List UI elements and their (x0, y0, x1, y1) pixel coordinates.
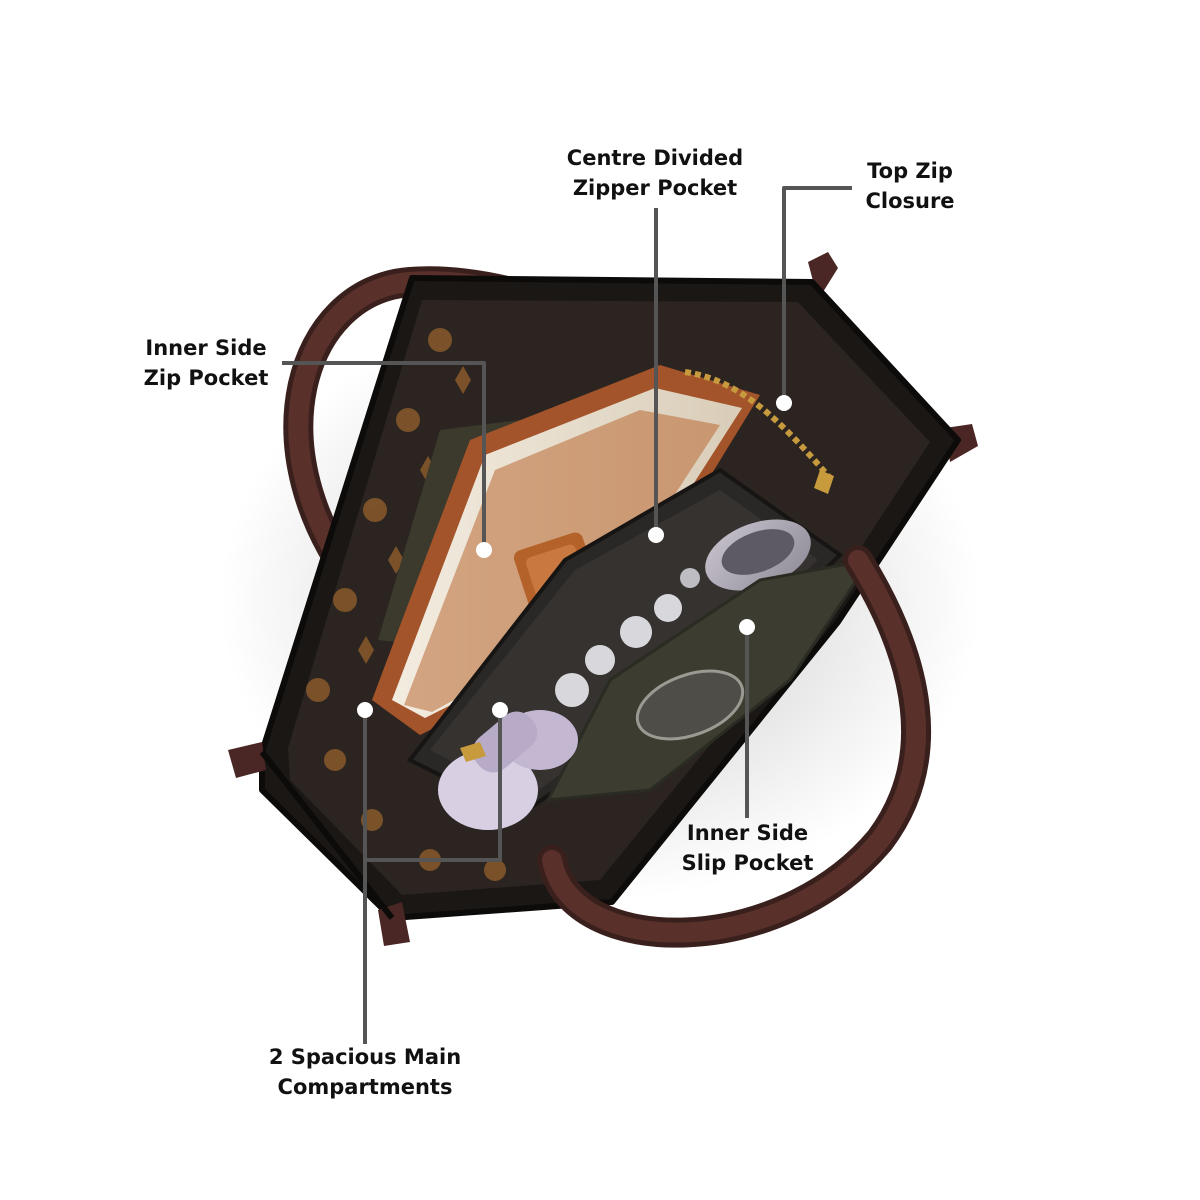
leader-lines (282, 186, 852, 1044)
zip-pull-top (814, 470, 834, 494)
label-main-compartments-line2: Compartments (277, 1075, 453, 1099)
leader-inner-zip (282, 361, 486, 550)
label-inner-zip-line2: Zip Pocket (143, 366, 269, 390)
label-centre-pocket-line1: Centre Divided (566, 146, 744, 170)
label-main-compartments-line1: 2 Spacious Main (268, 1045, 462, 1069)
label-inner-zip-line1: Inner Side (145, 336, 267, 360)
markers (357, 395, 792, 718)
marker-centre-pocket (648, 527, 664, 543)
canister (705, 519, 811, 591)
leader-compartments-b (365, 710, 502, 862)
label-top-zip-line1: Top Zip (867, 159, 953, 183)
zip-pull-bottom (460, 742, 486, 762)
label-main-compartments: 2 Spacious Main Compartments (240, 1042, 490, 1102)
label-slip-pocket: Inner Side Slip Pocket (665, 818, 830, 878)
strap-tab-left (228, 742, 266, 778)
monogram-pattern (306, 328, 801, 881)
bottles (555, 568, 700, 707)
bag-front-edge (259, 750, 395, 920)
marker-slip-pocket (739, 619, 755, 635)
water-bottle (438, 710, 578, 830)
leader-top-zip (782, 186, 852, 403)
label-centre-pocket-line2: Zipper Pocket (572, 176, 738, 200)
label-top-zip: Top Zip Closure (850, 156, 970, 216)
label-slip-pocket-line2: Slip Pocket (681, 851, 814, 875)
marker-compartment-b (492, 702, 508, 718)
round-item (635, 669, 745, 741)
label-inner-zip: Inner Side Zip Pocket (126, 333, 286, 393)
label-centre-pocket: Centre Divided Zipper Pocket (535, 143, 775, 203)
marker-compartment-a (357, 702, 373, 718)
top-zip-track (684, 369, 833, 480)
marker-inner-zip (476, 542, 492, 558)
marker-top-zip (776, 395, 792, 411)
label-slip-pocket-line1: Inner Side (686, 821, 809, 845)
label-top-zip-line2: Closure (865, 189, 955, 213)
